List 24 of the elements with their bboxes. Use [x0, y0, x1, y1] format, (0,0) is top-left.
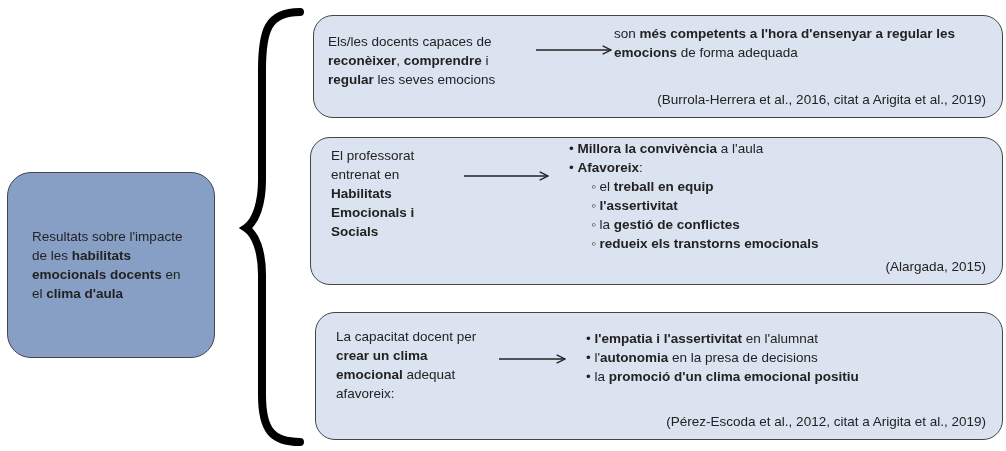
result-panel — [310, 137, 1003, 285]
topic-text: Resultats sobre l'impacte de les habilitats emocionals docents en el clima d'aula — [32, 228, 184, 303]
arrow — [535, 45, 612, 55]
list-item: • Millora la convivència a l'aula — [569, 140, 764, 158]
cause-text: El professorat entrenat en Habilitats Emocionals i Socials — [331, 146, 461, 241]
cause-text: La capacitat docent per crear un clima emocional adequat afavoreix: — [336, 327, 496, 403]
list-item: ◦ la gestió de conflictes — [591, 216, 740, 234]
list-item: ◦ l'assertivitat — [591, 197, 678, 215]
effect-text: son més competents a l'hora d'ensenyar a regular les emocions de forma adequada — [614, 24, 984, 62]
citation-text: (Pérez-Escoda et al., 2012, citat a Arigita et al., 2019) — [666, 414, 986, 429]
citation-text: (Alargada, 2015) — [885, 259, 986, 274]
cause-text: Els/les docents capaces de reconèixer, comprendre i regular les seves emocions — [328, 32, 533, 89]
citation-text: (Burrola-Herrera et al., 2016, citat a Arigita et al., 2019) — [657, 92, 986, 107]
result-panel — [315, 312, 1003, 440]
arrow — [463, 171, 549, 181]
arrow — [498, 354, 566, 364]
result-panel — [313, 15, 1003, 118]
list-item: • Afavoreix: — [569, 159, 643, 177]
list-item: • l'autonomia en la presa de decisions — [586, 349, 818, 367]
list-item: • l'empatia i l'assertivitat en l'alumnat — [586, 330, 819, 348]
list-item: ◦ el treball en equip — [591, 178, 714, 196]
list-item: • la promoció d'un clima emocional positiu — [586, 368, 859, 386]
topic-box — [7, 172, 215, 358]
list-item: ◦ redueix els transtorns emocionals — [591, 235, 819, 253]
